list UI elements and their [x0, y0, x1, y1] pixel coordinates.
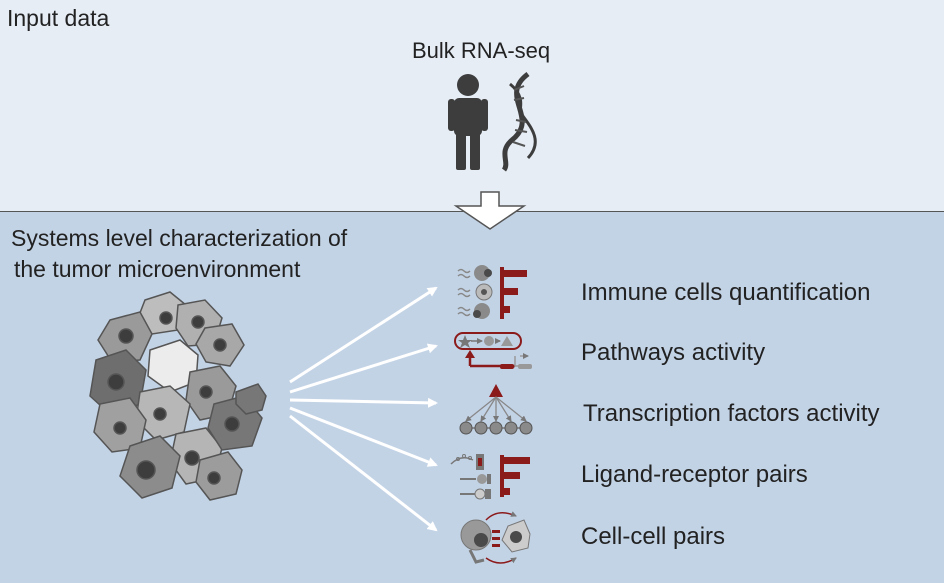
- output-label-tf: Transcription factors activity: [583, 400, 880, 427]
- analysis-title-line2: the tumor microenvironment: [14, 256, 301, 282]
- dna-helix-icon: [501, 71, 537, 172]
- cell-cell-icon: [460, 511, 531, 564]
- output-label-ligand-receptor: Ligand-receptor pairs: [581, 461, 808, 488]
- person-icon: [448, 74, 488, 170]
- output-label-immune: Immune cells quantification: [581, 279, 871, 306]
- tf-network-icon: [459, 384, 533, 435]
- ligand-receptor-icon: [450, 454, 530, 500]
- output-label-pathways: Pathways activity: [581, 339, 766, 366]
- input-section-title: Input data: [7, 5, 110, 31]
- output-label-cell-cell: Cell-cell pairs: [581, 523, 726, 550]
- tumor-cells-icon: [89, 291, 267, 501]
- down-arrow-icon: [453, 191, 527, 230]
- immune-cells-icon: [457, 265, 527, 319]
- pathway-icon: [454, 332, 532, 369]
- analysis-title-line1: Systems level characterization of: [11, 225, 348, 251]
- output-arrows: [289, 286, 438, 532]
- data-type-label: Bulk RNA-seq: [412, 38, 551, 63]
